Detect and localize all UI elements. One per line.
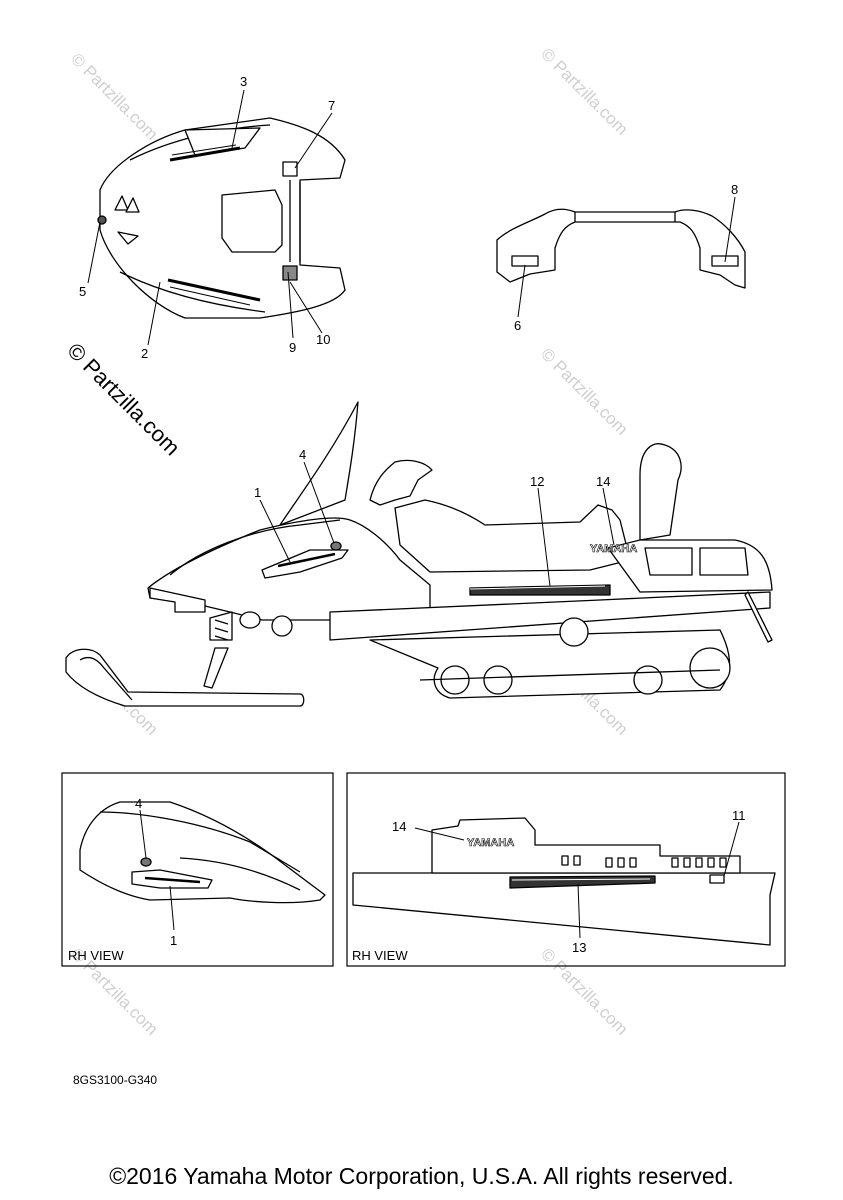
callout-number: 4 (299, 447, 306, 462)
leader-lines (87, 89, 740, 939)
callout-number: 7 (328, 98, 335, 113)
inset-label-right: RH VIEW (352, 948, 408, 963)
yamaha-decal-inset: YAMAHA (467, 837, 514, 849)
watermark: © Partzilla.com (537, 344, 631, 438)
callout-number: 14 (392, 819, 406, 834)
callout-number: 10 (316, 332, 330, 347)
callout-number: 4 (135, 796, 142, 811)
callout-number: 6 (514, 318, 521, 333)
callout-number: 14 (596, 474, 610, 489)
inset-frame-left (61, 772, 334, 967)
callout-number: 3 (240, 74, 247, 89)
watermark: © Partzilla.com (537, 944, 631, 1038)
callout-number: 9 (289, 340, 296, 355)
callout-number: 8 (731, 182, 738, 197)
callouts: 3 7 8 5 2 9 10 6 4 1 12 14 4 1 14 11 13 (79, 74, 746, 955)
callout-number: 2 (141, 346, 148, 361)
callout-number: 5 (79, 284, 86, 299)
hood-top-view (97, 117, 346, 319)
yamaha-decal-main: YAMAHA (590, 543, 637, 555)
inset-label-left: RH VIEW (68, 948, 124, 963)
snowmobile-side-view (65, 401, 773, 707)
callout-number: 1 (254, 485, 261, 500)
copyright-notice: ©2016 Yamaha Motor Corporation, U.S.A. A… (109, 1163, 734, 1189)
callout-number: 13 (572, 940, 586, 955)
callout-number: 1 (170, 933, 177, 948)
part-code: 8GS3100-G340 (73, 1073, 158, 1087)
callout-number: 12 (530, 474, 544, 489)
watermark-main: © Partzilla.com (62, 338, 185, 461)
hood-rh-view (79, 801, 326, 904)
rear-bumper-view (496, 208, 746, 289)
callout-number: 11 (732, 808, 746, 823)
watermark: © Partzilla.com (67, 49, 161, 143)
watermark: © Partzilla.com (537, 44, 631, 138)
tunnel-rh-view (352, 817, 776, 946)
inset-frame-right (346, 772, 786, 967)
